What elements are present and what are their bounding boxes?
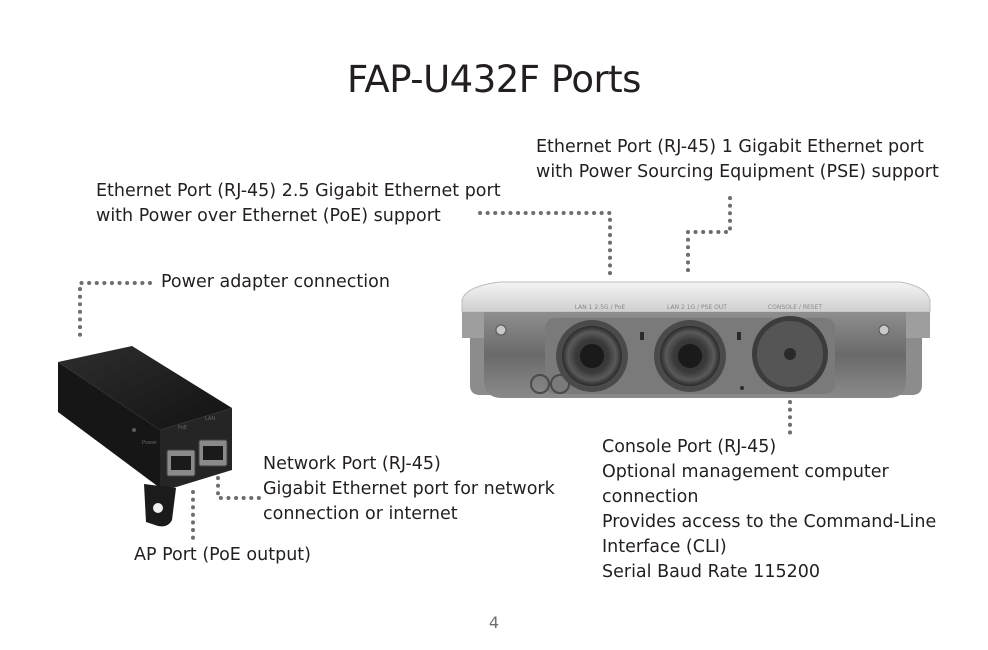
callout-power: Power adapter connection	[161, 270, 390, 295]
leader-lines	[78, 196, 792, 540]
callout-network-line3: connection or internet	[263, 504, 458, 524]
callout-console-line2: Optional management computer	[602, 462, 889, 482]
leader-power	[78, 281, 152, 344]
callout-network-line2: Gigabit Ethernet port for network	[263, 479, 555, 499]
callout-ap-port-line1: AP Port (PoE output)	[134, 545, 311, 565]
callout-console: Console Port (RJ-45) Optional management…	[602, 435, 936, 585]
callout-lan1-line1: Ethernet Port (RJ-45) 2.5 Gigabit Ethern…	[96, 181, 501, 201]
page-number: 4	[488, 613, 500, 632]
callout-console-line3: connection	[602, 487, 699, 507]
callout-console-line1: Console Port (RJ-45)	[602, 437, 777, 457]
poe-adapter: Power PoE LAN	[58, 346, 232, 527]
callout-ap-port: AP Port (PoE output)	[134, 543, 311, 568]
page-title: FAP-U432F Ports	[347, 58, 641, 101]
callout-lan2-line1: Ethernet Port (RJ-45) 1 Gigabit Ethernet…	[536, 137, 924, 157]
callout-console-line6: Serial Baud Rate 115200	[602, 562, 821, 582]
leader-lan1	[478, 211, 612, 277]
callout-network-line1: Network Port (RJ-45)	[263, 454, 441, 474]
adapter-label-lan: LAN	[205, 416, 215, 422]
callout-lan2: Ethernet Port (RJ-45) 1 Gigabit Ethernet…	[536, 135, 939, 185]
adapter-label-power: Power	[142, 440, 158, 446]
callout-lan2-line2: with Power Sourcing Equipment (PSE) supp…	[536, 162, 939, 182]
callout-console-line5: Interface (CLI)	[602, 537, 727, 557]
callout-network: Network Port (RJ-45) Gigabit Ethernet po…	[263, 452, 555, 527]
leader-lan2	[686, 196, 732, 277]
device-label-lan1: LAN 1 2.5G / PoE	[575, 304, 626, 311]
access-point-device: LAN 1 2.5G / PoE LAN 2 1G / PSE OUT CONS…	[461, 281, 931, 398]
callout-lan1: Ethernet Port (RJ-45) 2.5 Gigabit Ethern…	[96, 179, 501, 229]
callout-lan1-line2: with Power over Ethernet (PoE) support	[96, 206, 441, 226]
device-label-lan2: LAN 2 1G / PSE OUT	[667, 304, 727, 311]
leader-network	[216, 476, 262, 500]
device-label-console: CONSOLE / RESET	[768, 304, 822, 311]
adapter-label-poe: PoE	[178, 425, 187, 431]
callout-console-line4: Provides access to the Command-Line	[602, 512, 937, 532]
callout-power-line1: Power adapter connection	[161, 272, 390, 292]
